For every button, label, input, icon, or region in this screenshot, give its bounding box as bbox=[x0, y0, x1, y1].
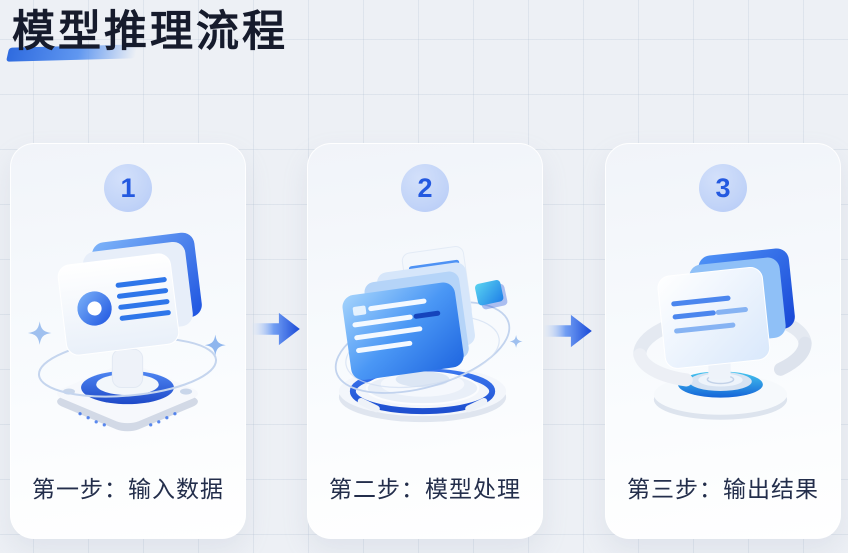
arrow-right-icon bbox=[544, 312, 594, 350]
step-1-label: 第一步：输入数据 bbox=[32, 476, 224, 502]
page-title: 模型推理流程 bbox=[12, 8, 288, 56]
step-1-number-badge: 1 bbox=[104, 164, 152, 212]
step-3-number: 3 bbox=[715, 172, 731, 203]
step-card-input-data: 1 bbox=[10, 143, 246, 539]
step-3-label: 第三步：输出结果 bbox=[627, 476, 819, 502]
step-1-number: 1 bbox=[120, 172, 136, 203]
header: 模型推理流程 bbox=[6, 8, 288, 62]
model-processing-3d-icon bbox=[321, 226, 529, 440]
arrow-right-icon bbox=[252, 310, 302, 348]
input-data-3d-icon bbox=[24, 226, 232, 440]
step-2-number: 2 bbox=[417, 172, 433, 203]
step-3-number-badge: 3 bbox=[699, 164, 747, 212]
step-card-output-result: 3 bbox=[605, 143, 841, 539]
step-card-model-processing: 2 bbox=[307, 143, 543, 539]
step-2-label: 第二步：模型处理 bbox=[329, 476, 521, 502]
output-result-3d-icon bbox=[619, 226, 827, 440]
title-wrap: 模型推理流程 bbox=[6, 8, 288, 62]
step-2-number-badge: 2 bbox=[401, 164, 449, 212]
